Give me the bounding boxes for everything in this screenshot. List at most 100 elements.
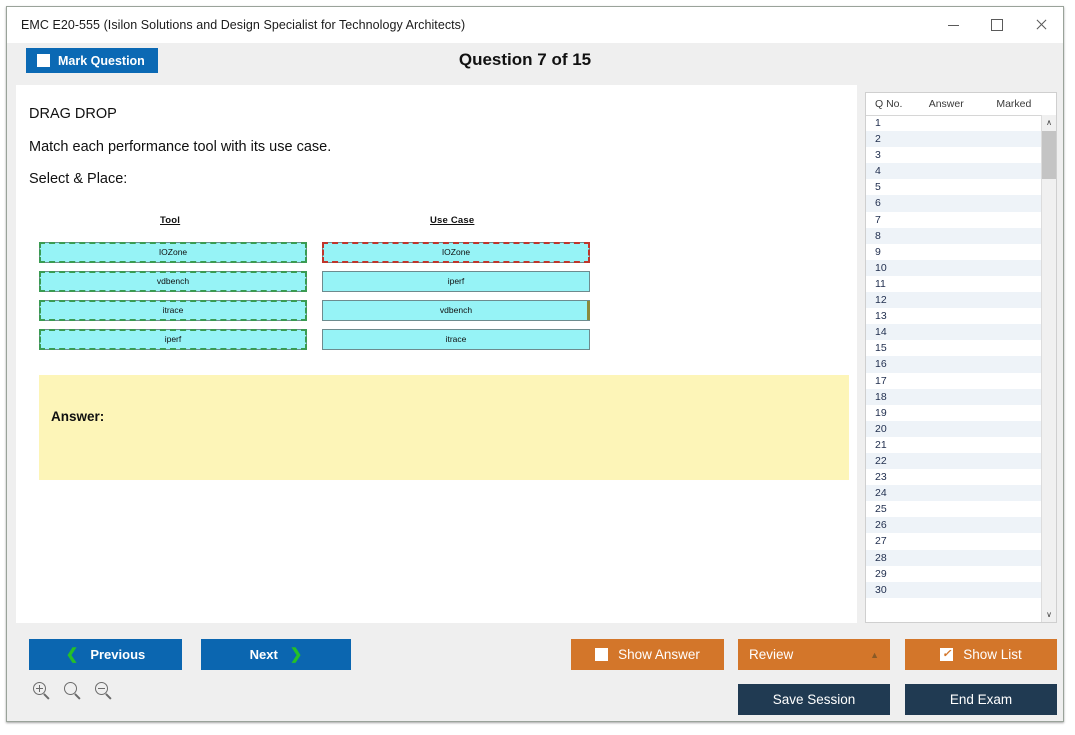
- question-list-row[interactable]: 15: [866, 340, 1041, 356]
- tool-box-iozone[interactable]: IOZone: [39, 242, 307, 263]
- question-instruction: Select & Place:: [29, 171, 128, 187]
- minimize-button[interactable]: [931, 7, 975, 43]
- question-list-row-number: 23: [875, 471, 887, 484]
- question-list-row[interactable]: 26: [866, 517, 1041, 534]
- show-list-checkbox-icon[interactable]: ✓: [940, 648, 954, 661]
- question-list-row-number: 20: [875, 422, 887, 435]
- use-case-box-vdbench[interactable]: vdbench: [322, 300, 590, 321]
- question-list-row[interactable]: 1: [866, 115, 1041, 131]
- save-session-label: Save Session: [772, 692, 856, 707]
- question-list-row[interactable]: 16: [866, 356, 1041, 373]
- column-header-q-no: Q No.: [875, 98, 903, 110]
- question-list-row-number: 25: [875, 503, 887, 516]
- show-list-button[interactable]: ✓ Show List: [905, 639, 1057, 670]
- save-session-button[interactable]: Save Session: [738, 684, 890, 715]
- question-list-row[interactable]: 18: [866, 388, 1041, 405]
- question-list-row-number: 29: [875, 567, 887, 580]
- next-button[interactable]: Next ❯: [201, 639, 351, 670]
- question-list-row[interactable]: 28: [866, 549, 1041, 566]
- question-list-row[interactable]: 25: [866, 501, 1041, 517]
- chevron-up-icon: ▲: [870, 649, 879, 660]
- question-list-row[interactable]: 6: [866, 195, 1041, 212]
- question-list-row[interactable]: 10: [866, 259, 1041, 276]
- question-list-row[interactable]: 30: [866, 581, 1041, 598]
- column-header-marked: Marked: [996, 98, 1032, 110]
- mark-question-label: Mark Question: [58, 53, 145, 68]
- question-list-row-number: 30: [875, 583, 887, 596]
- review-dropdown[interactable]: Review ▲: [738, 639, 890, 670]
- mark-question-button[interactable]: Mark Question: [26, 48, 158, 73]
- use-case-box-label: iperf: [447, 276, 465, 287]
- answer-label: Answer:: [51, 409, 105, 424]
- next-button-label: Next: [249, 647, 278, 662]
- question-list-row-number: 24: [875, 487, 887, 500]
- question-list-row[interactable]: 4: [866, 163, 1041, 180]
- question-list-row[interactable]: 5: [866, 179, 1041, 195]
- show-answer-button[interactable]: Show Answer: [571, 639, 724, 670]
- end-exam-button[interactable]: End Exam: [905, 684, 1057, 715]
- window-controls: [931, 7, 1063, 43]
- scroll-down-icon[interactable]: ∨: [1046, 610, 1052, 619]
- show-answer-checkbox-icon[interactable]: [595, 648, 609, 661]
- show-list-label: Show List: [963, 647, 1022, 662]
- question-list-row-number: 4: [875, 165, 881, 178]
- question-list-row[interactable]: 8: [866, 227, 1041, 244]
- end-exam-label: End Exam: [949, 692, 1013, 707]
- mark-question-checkbox-icon[interactable]: [37, 54, 50, 67]
- question-list-scrollbar[interactable]: ∧ ∨: [1041, 115, 1056, 622]
- scroll-up-icon[interactable]: ∧: [1046, 118, 1052, 127]
- question-list-row[interactable]: 22: [866, 452, 1041, 470]
- question-list-row[interactable]: 2: [866, 131, 1041, 148]
- title-bar: EMC E20-555 (Isilon Solutions and Design…: [7, 7, 1063, 43]
- question-list-row-number: 8: [875, 229, 881, 242]
- scrollbar-thumb[interactable]: [1042, 131, 1056, 179]
- tool-box-itrace[interactable]: itrace: [39, 300, 307, 321]
- use-case-box-label: IOZone: [441, 247, 471, 258]
- window-title: EMC E20-555 (Isilon Solutions and Design…: [21, 18, 466, 32]
- close-button[interactable]: [1019, 7, 1063, 43]
- question-list-row-number: 15: [875, 342, 887, 355]
- maximize-button[interactable]: [975, 7, 1019, 43]
- question-list-row-number: 16: [875, 358, 887, 371]
- tool-box-iperf[interactable]: iperf: [39, 329, 307, 350]
- question-list-row[interactable]: 13: [866, 308, 1041, 324]
- zoom-in-icon[interactable]: [33, 682, 51, 700]
- question-list-header: Q No. Answer Marked: [866, 93, 1056, 116]
- question-list-row[interactable]: 14: [866, 324, 1041, 341]
- question-counter-text: Question 7 of 15: [458, 50, 592, 69]
- tool-box-label: IOZone: [158, 247, 188, 258]
- question-type-label: DRAG DROP: [29, 106, 117, 122]
- question-list-row[interactable]: 3: [866, 147, 1041, 163]
- question-list-row[interactable]: 21: [866, 437, 1041, 453]
- answer-box: Answer:: [39, 375, 849, 480]
- tool-box-vdbench[interactable]: vdbench: [39, 271, 307, 292]
- question-list-row[interactable]: 7: [866, 212, 1041, 228]
- question-list-row[interactable]: 24: [866, 485, 1041, 502]
- question-list-row[interactable]: 23: [866, 469, 1041, 485]
- question-list-row[interactable]: 17: [866, 373, 1041, 389]
- question-list-row-number: 22: [875, 454, 887, 467]
- use-case-box-iozone[interactable]: IOZone: [322, 242, 590, 263]
- question-list-row[interactable]: 9: [866, 244, 1041, 260]
- use-case-box-itrace[interactable]: itrace: [322, 329, 590, 350]
- tool-source-column: IOZone vdbench itrace iperf: [39, 242, 307, 358]
- use-case-box-iperf[interactable]: iperf: [322, 271, 590, 292]
- tool-box-label: iperf: [164, 334, 182, 345]
- question-list-row[interactable]: 12: [866, 292, 1041, 309]
- question-list-row-number: 1: [875, 117, 881, 129]
- header-bar: Mark Question Question 7 of 15: [7, 43, 1063, 82]
- question-list-row[interactable]: 27: [866, 533, 1041, 549]
- zoom-reset-icon[interactable]: [64, 682, 82, 700]
- question-list-row-number: 27: [875, 535, 887, 548]
- question-list-row[interactable]: 20: [866, 420, 1041, 437]
- question-counter: Question 7 of 15: [7, 50, 1063, 70]
- question-list-row[interactable]: 29: [866, 566, 1041, 582]
- question-list-row[interactable]: 11: [866, 276, 1041, 292]
- previous-button[interactable]: ❮ Previous: [29, 639, 182, 670]
- use-case-box-label: itrace: [445, 334, 467, 345]
- question-list-row[interactable]: 19: [866, 405, 1041, 421]
- zoom-out-icon[interactable]: [95, 682, 113, 700]
